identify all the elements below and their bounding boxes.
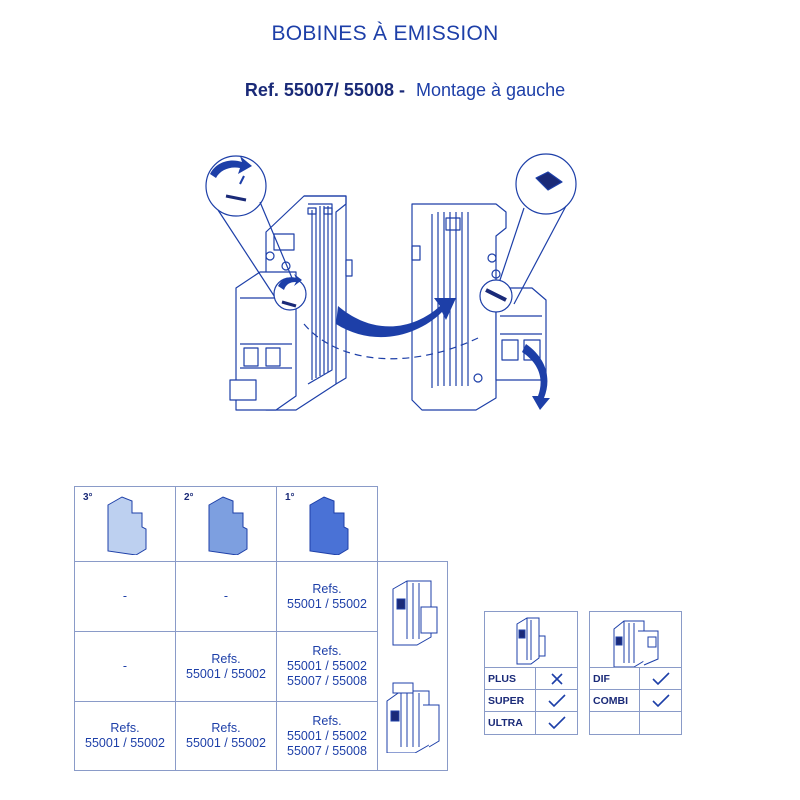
table-cell: Refs. 55001 / 55002 <box>175 701 277 771</box>
check-icon <box>639 668 681 690</box>
table-cell: Refs. 55001 / 55002 <box>74 701 176 771</box>
mount-label: Montage à gauche <box>416 80 566 100</box>
position-label: 1° <box>285 492 295 503</box>
breaker-assembly-icon <box>392 580 437 646</box>
compat-row <box>590 712 681 734</box>
curved-arrow-icon <box>278 274 302 290</box>
compat-row: PLUS <box>485 668 577 690</box>
page-title: BOBINES À EMISSION <box>271 22 499 45</box>
table-cell: Refs. 55001 / 55002 <box>276 561 378 632</box>
breaker-module-icon <box>208 496 248 555</box>
compat-card-left: PLUS SUPER ULTRA <box>484 611 578 735</box>
breaker-assembly-icon <box>386 682 439 753</box>
table-cell: - <box>74 561 176 632</box>
table-cell: Refs. 55001 / 55002 55007 / 55008 <box>276 701 378 771</box>
breaker-module-icon <box>107 496 147 555</box>
position-label: 3° <box>83 492 93 503</box>
empty-cell <box>639 712 681 734</box>
position-header-2: 2° <box>175 486 277 562</box>
mounting-illustration <box>205 153 577 411</box>
page-subtitle: Ref. 55007/ 55008 - Montage à gauche <box>0 80 800 101</box>
check-icon <box>535 690 577 712</box>
reference-label: Ref. 55007/ 55008 - <box>244 80 405 100</box>
table-cell: Refs. 55001 / 55002 <box>175 631 277 702</box>
cross-icon <box>535 668 577 690</box>
breaker-module-icon <box>516 617 546 665</box>
position-header-3: 3° <box>74 486 176 562</box>
table-cell: - <box>74 631 176 702</box>
curved-arrow-icon <box>522 344 550 410</box>
curved-arrow-icon <box>210 156 252 178</box>
compat-row: COMBI <box>590 690 681 712</box>
breaker-module-icon <box>309 496 349 555</box>
table-cell: - <box>175 561 277 632</box>
compat-image <box>485 612 577 668</box>
breaker-assembly-icon <box>613 620 659 667</box>
right-detail-magnifier <box>479 153 577 313</box>
left-breaker-drawing <box>229 195 353 411</box>
left-detail-magnifier <box>205 155 307 311</box>
position-header-1: 1° <box>276 486 378 562</box>
curved-arrow-icon <box>336 298 456 338</box>
compat-row: ULTRA <box>485 712 577 734</box>
check-icon <box>639 690 681 712</box>
position-label: 2° <box>184 492 194 503</box>
compat-row: SUPER <box>485 690 577 712</box>
compat-card-right: DIF COMBI <box>589 611 682 735</box>
table-cell: Refs. 55001 / 55002 55007 / 55008 <box>276 631 378 702</box>
right-breaker-drawing <box>411 203 547 411</box>
compat-row: DIF <box>590 668 681 690</box>
assembly-images <box>377 561 448 771</box>
compat-image <box>590 612 681 668</box>
dashed-rotation-path <box>303 323 479 360</box>
check-icon <box>535 712 577 734</box>
